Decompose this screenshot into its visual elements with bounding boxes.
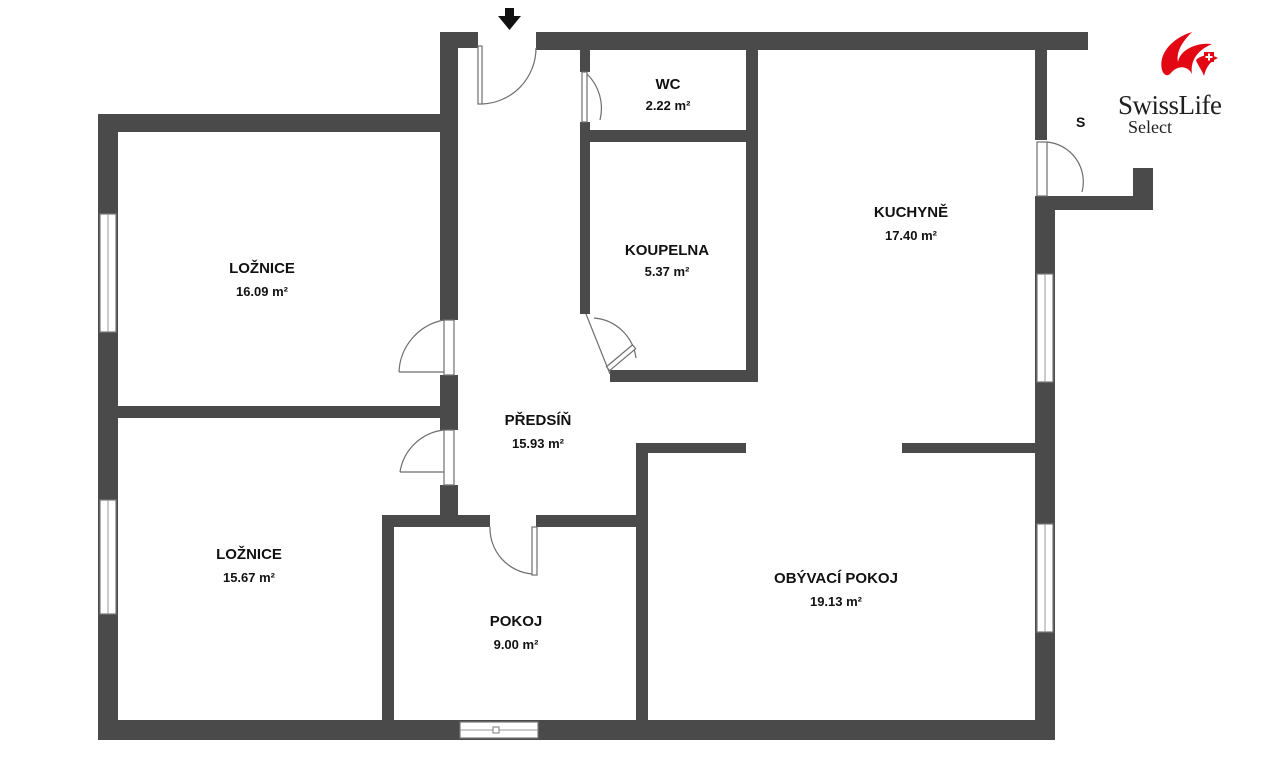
window-right-top xyxy=(1036,273,1054,383)
window-bottom xyxy=(459,721,539,739)
loznice2-name: LOŽNICE xyxy=(216,545,282,563)
pokoj-name: POKOJ xyxy=(490,613,543,630)
wc-area: 2.22 m² xyxy=(646,98,691,113)
loznice1-name: LOŽNICE xyxy=(229,259,295,277)
kuchyne-name: KUCHYNĚ xyxy=(874,203,948,221)
window-right-bottom xyxy=(1036,523,1054,633)
obyvaci-name: OBÝVACÍ POKOJ xyxy=(774,569,898,587)
door-entrance xyxy=(477,45,537,105)
obyvaci-area: 19.13 m² xyxy=(810,594,863,609)
kuchyne-area: 17.40 m² xyxy=(885,228,938,243)
loznice1-area: 16.09 m² xyxy=(236,284,289,299)
interior-walls xyxy=(118,50,1042,730)
predsin-area: 15.93 m² xyxy=(512,436,565,451)
windows xyxy=(99,213,1054,739)
koupelna-name: KOUPELNA xyxy=(625,242,709,259)
door-room-pokoj xyxy=(489,526,538,576)
window-left-top xyxy=(99,213,117,333)
door-bedroom-2 xyxy=(399,429,455,486)
cut-off-label: S xyxy=(1076,114,1085,130)
logo: SwissLife Select xyxy=(1118,30,1258,138)
door-bathroom xyxy=(585,313,637,375)
room-labels: WC 2.22 m² KOUPELNA 5.37 m² KUCHYNĚ 17.4… xyxy=(216,76,1085,652)
predsin-name: PŘEDSÍŇ xyxy=(505,411,572,429)
door-balcony xyxy=(1036,141,1084,197)
koupelna-area: 5.37 m² xyxy=(645,264,690,279)
window-left-bottom xyxy=(99,499,117,615)
doors xyxy=(398,45,1084,576)
loznice2-area: 15.67 m² xyxy=(223,570,276,585)
swisslife-flame-icon xyxy=(1161,32,1218,76)
wc-name: WC xyxy=(656,76,681,93)
logo-brand-text: SwissLife xyxy=(1118,90,1222,120)
arrow-down-icon xyxy=(498,8,521,30)
logo-sub-text: Select xyxy=(1128,117,1172,137)
door-wc xyxy=(581,71,603,123)
door-bedroom-1 xyxy=(398,319,455,376)
pokoj-area: 9.00 m² xyxy=(494,637,539,652)
